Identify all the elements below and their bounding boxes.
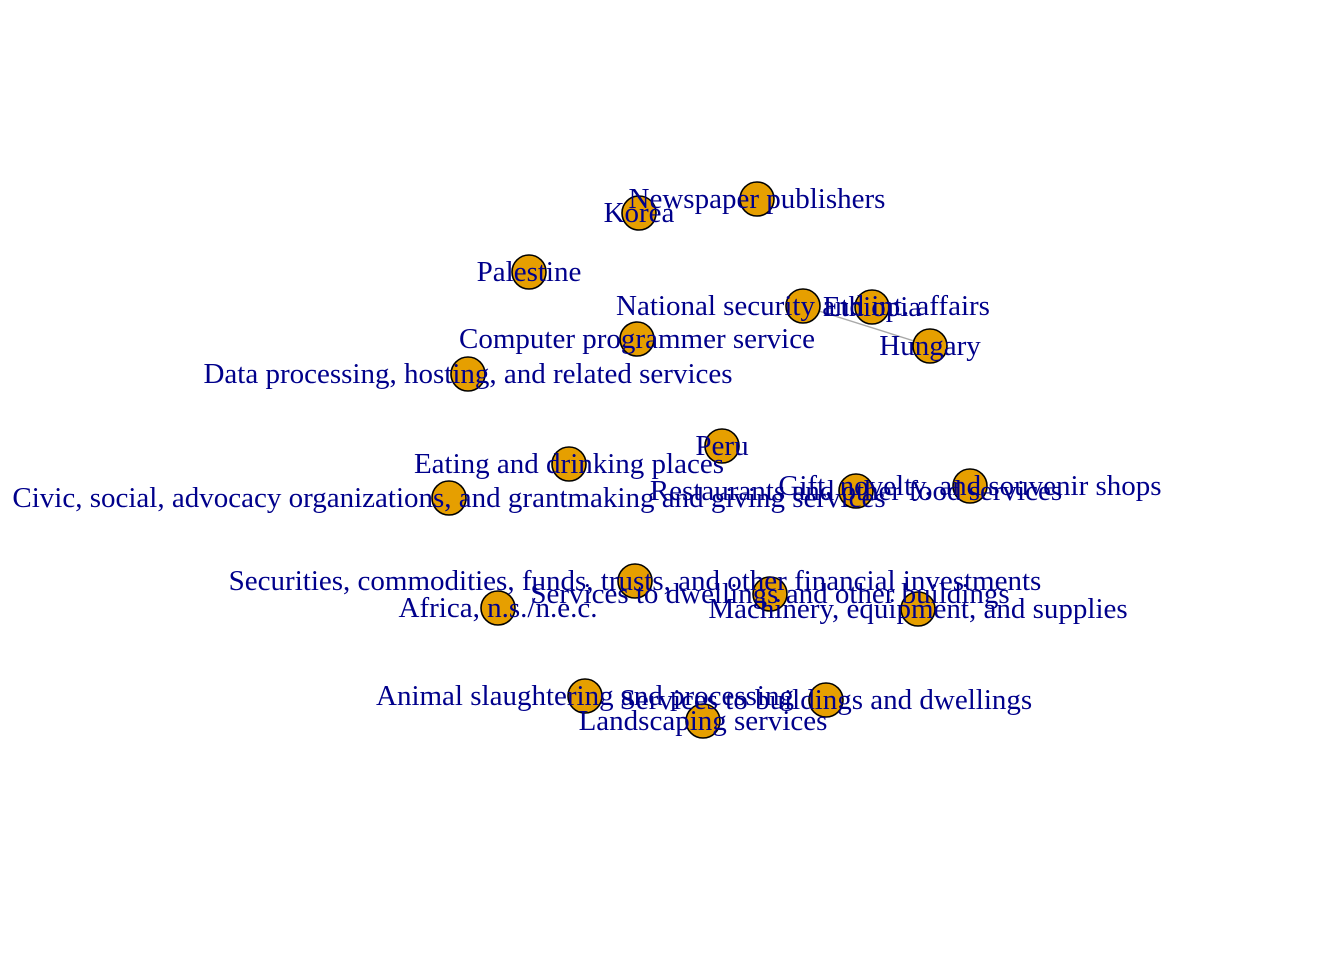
- node-landscaping[interactable]: [685, 703, 721, 739]
- node-data_processing[interactable]: [450, 356, 486, 392]
- node-label-securities: Securities, commodities, funds, trusts, …: [229, 565, 1042, 597]
- node-peru[interactable]: [704, 428, 740, 464]
- node-label-korea: Korea: [604, 197, 675, 229]
- node-label-restaurants: Restaurants and other food services: [650, 475, 1062, 507]
- node-label-eating_drinking: Eating and drinking places: [414, 448, 724, 480]
- node-national_security[interactable]: [785, 288, 821, 324]
- node-label-hungary: Hungary: [879, 330, 981, 362]
- node-ethiopia[interactable]: [854, 289, 890, 325]
- node-gift_shops[interactable]: [952, 468, 988, 504]
- node-africa[interactable]: [480, 590, 516, 626]
- node-label-data_processing: Data processing, hosting, and related se…: [203, 358, 732, 390]
- node-label-peru: Peru: [695, 430, 748, 462]
- node-services_buildings_dwellings[interactable]: [808, 682, 844, 718]
- node-label-newspaper: Newspaper publishers: [629, 183, 886, 215]
- node-korea[interactable]: [621, 195, 657, 231]
- edges-layer: [802, 305, 931, 347]
- node-civic_social[interactable]: [431, 480, 467, 516]
- labels-layer: Newspaper publishersKoreaPalestineNation…: [12, 183, 1161, 737]
- edge-national_security-hungary: [802, 305, 931, 347]
- node-machinery[interactable]: [900, 591, 936, 627]
- node-label-palestine: Palestine: [477, 256, 582, 288]
- node-services_dwellings_other[interactable]: [752, 576, 788, 612]
- node-label-services_dwellings_other: Services to dwellings and other building…: [530, 578, 1009, 610]
- nodes-layer: [431, 181, 988, 739]
- node-label-services_buildings_dwellings: Services to buildings and dwellings: [620, 684, 1032, 716]
- node-label-gift_shops: Gift, novelty, and souvenir shops: [778, 470, 1161, 502]
- node-hungary[interactable]: [912, 328, 948, 364]
- node-label-civic_social: Civic, social, advocacy organizations, a…: [12, 482, 885, 514]
- node-label-animal_slaughtering: Animal slaughtering and processing: [376, 680, 794, 712]
- node-computer_programmer[interactable]: [619, 321, 655, 357]
- node-label-national_security: National security and int. affairs: [616, 290, 990, 322]
- node-newspaper[interactable]: [739, 181, 775, 217]
- node-securities[interactable]: [617, 563, 653, 599]
- node-eating_drinking[interactable]: [551, 446, 587, 482]
- node-animal_slaughtering[interactable]: [567, 678, 603, 714]
- node-label-ethiopia: Ethiopia: [823, 291, 921, 323]
- node-restaurants[interactable]: [838, 473, 874, 509]
- node-label-machinery: Machinery, equipment, and supplies: [708, 593, 1127, 625]
- node-label-computer_programmer: Computer programmer service: [459, 323, 815, 355]
- node-label-africa: Africa, n.s./n.e.c.: [399, 592, 598, 624]
- node-label-landscaping: Landscaping services: [579, 705, 828, 737]
- node-palestine[interactable]: [511, 254, 547, 290]
